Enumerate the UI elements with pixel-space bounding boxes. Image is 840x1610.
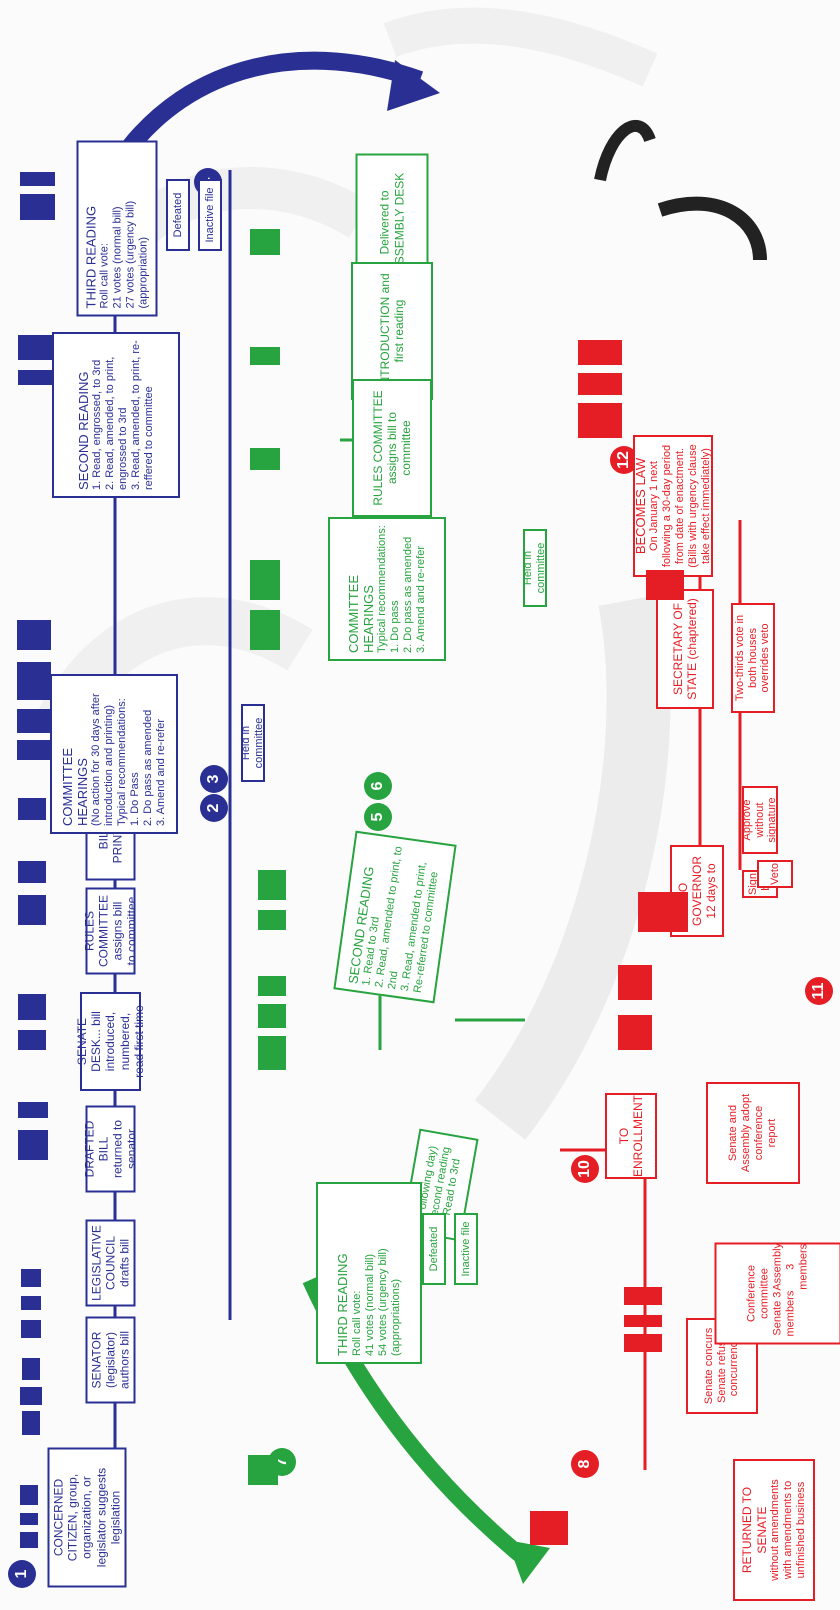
conference-committee-box: Conference committee Senate 3 members As… (714, 1242, 840, 1345)
legislative-council-box: LEGISLATIVE COUNCIL drafts bill (85, 1219, 136, 1307)
drafted-bill-box: DRAFTED BILL returned to senator (82, 1105, 139, 1193)
two-thirds-override-box: Two-thirds vote in both houses overrides… (731, 603, 775, 713)
assembly-defeated: Defeated (422, 1213, 446, 1285)
senate-desk-box: SENATE DESK... bill introduced, numbered… (75, 992, 146, 1091)
assembly-committee-hearings-box: COMMITTEE HEARINGS Typical recommendatio… (328, 517, 446, 661)
senator-box: SENATOR (legislator) authors bill (85, 1316, 136, 1404)
becomes-law-box: BECOMES LAW On January 1 next following … (633, 435, 713, 577)
assembly-rules-committee-box: RULES COMMITTEE assigns bill to committe… (352, 379, 432, 517)
senate-second-reading-box: SECOND READING 1. Read, engrossed, to 3r… (52, 332, 180, 498)
assembly-inactive-file: Inactive file (454, 1213, 478, 1285)
veto-option: Veto (757, 860, 793, 888)
step-number-8: 8 (571, 1450, 599, 1478)
step-number-3: 3 (200, 765, 228, 793)
step-number-6: 6 (364, 772, 392, 800)
adopt-conference-report-box: Senate and Assembly adopt conference rep… (706, 1082, 800, 1184)
blue-curved-arrowhead (387, 60, 440, 111)
to-enrollment-box: TO ENROLLMENT (605, 1093, 657, 1179)
senate-committee-hearings-box: COMMITTEE HEARINGS (No action for 30 day… (50, 674, 178, 834)
returned-to-senate-box: RETURNED TO SENATE without amendments wi… (733, 1459, 815, 1601)
step-number-1: 1 (8, 1560, 36, 1588)
senate-rules-committee-box: RULES COMMITTEE assigns bill to committe… (82, 887, 139, 975)
secretary-of-state-box: SECRETARY OF STATE (chaptered) (656, 589, 714, 709)
step-number-7: 7 (268, 1448, 296, 1476)
to-governor-box: TO GOVERNOR 12 days to (670, 845, 724, 937)
approve-without-signature-option: Approve without signature (741, 786, 778, 854)
senate-held-in-committee: Held in committee (240, 704, 265, 782)
green-curved-arrowhead (507, 1540, 550, 1584)
step-number-11: 11 (805, 977, 833, 1005)
citizen-box: CONCERNED CITIZEN, group, organization, … (47, 1447, 127, 1588)
step-number-5: 5 (364, 803, 392, 831)
assembly-held-in-committee: Held in committee (522, 529, 547, 607)
senate-defeated: Defeated (166, 179, 190, 251)
senate-third-reading-box: THIRD READING Roll call vote: 21 votes (… (76, 140, 158, 317)
senate-inactive-file: Inactive file (198, 179, 222, 251)
step-number-2: 2 (200, 794, 228, 822)
step-number-10: 10 (571, 1155, 599, 1183)
assembly-third-reading-box: THIRD READING Roll call vote: 41 votes (… (316, 1182, 422, 1364)
